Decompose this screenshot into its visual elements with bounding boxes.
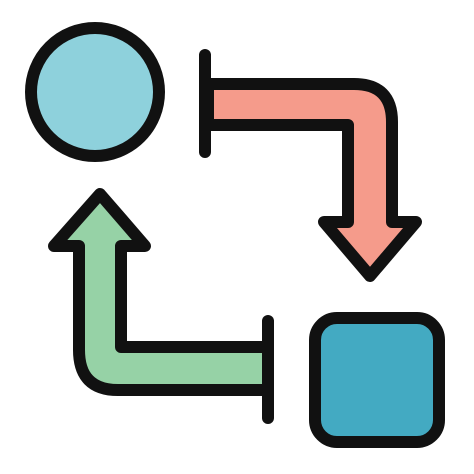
arrow-right-down-icon (199, 49, 422, 282)
circle-node-icon (25, 22, 165, 162)
square-node-icon (309, 312, 445, 448)
arrow-left-up-icon (48, 188, 274, 424)
